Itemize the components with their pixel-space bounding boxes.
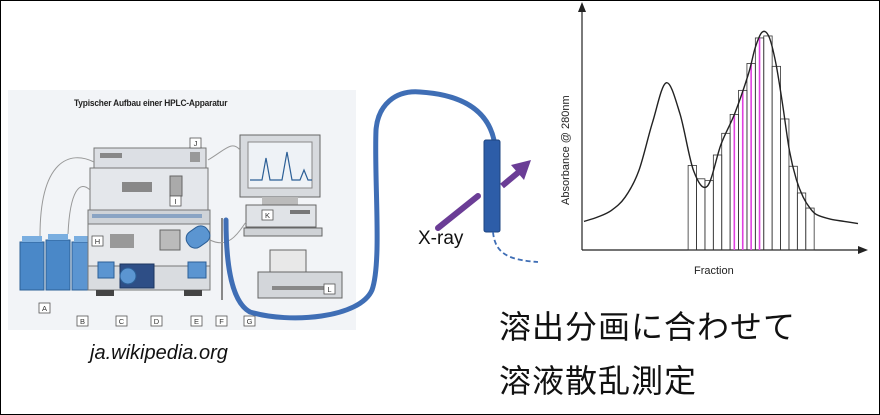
label-box-e: E bbox=[190, 315, 203, 327]
xray-scattered-arrow-shaft bbox=[500, 168, 522, 189]
chart-y-axis-label: Absorbance @ 280nm bbox=[560, 95, 572, 205]
label-i: I bbox=[174, 197, 176, 206]
label-f: F bbox=[219, 317, 224, 326]
label-k: K bbox=[265, 211, 270, 220]
flow-connection bbox=[223, 89, 539, 321]
chart-y-axis-arrow bbox=[578, 2, 586, 12]
fraction-bar bbox=[771, 65, 781, 251]
caption-line-1: 溶出分画に合わせて bbox=[499, 308, 797, 346]
label-b: B bbox=[80, 317, 85, 326]
fraction-bar bbox=[796, 192, 807, 251]
chart-x-axis-arrow bbox=[858, 246, 868, 254]
label-box-b: B bbox=[76, 315, 89, 327]
fraction-bar bbox=[696, 178, 706, 251]
fraction-bar bbox=[712, 154, 723, 251]
source-caption: ja.wikipedia.org bbox=[90, 342, 228, 364]
elution-chart bbox=[578, 2, 868, 254]
hplc-title: Typischer Aufbau einer HPLC-Apparatur bbox=[74, 98, 228, 109]
fraction-bar bbox=[704, 180, 714, 251]
label-box-h: H bbox=[91, 235, 104, 247]
outlet-tube bbox=[492, 231, 539, 263]
hplc-letter-labels: A B C D E F G H I J K L bbox=[38, 137, 336, 327]
computer bbox=[239, 134, 323, 237]
label-j: J bbox=[194, 139, 198, 148]
flow-cell bbox=[483, 139, 501, 233]
label-h: H bbox=[95, 237, 100, 246]
label-a: A bbox=[42, 304, 47, 313]
instrument-rack bbox=[87, 147, 211, 296]
label-box-a: A bbox=[38, 302, 51, 314]
xray-incoming-arrow bbox=[435, 193, 481, 231]
chart-x-axis-label: Fraction bbox=[694, 265, 734, 277]
label-box-d: D bbox=[150, 315, 163, 327]
xray-label: X-ray bbox=[418, 228, 464, 249]
label-box-j: J bbox=[189, 137, 202, 149]
label-box-g: G bbox=[243, 315, 256, 327]
elution-curve bbox=[583, 30, 859, 225]
label-l: L bbox=[327, 285, 331, 294]
hplc-apparatus: A B C D E F G H I J K L bbox=[8, 90, 356, 330]
fraction-bar bbox=[763, 35, 773, 251]
sample-tube bbox=[223, 89, 497, 321]
label-box-f: F bbox=[215, 315, 228, 327]
label-c: C bbox=[119, 317, 125, 326]
label-box-l: L bbox=[323, 283, 336, 295]
hplc-wires bbox=[39, 145, 247, 244]
fraction-bars bbox=[687, 35, 815, 251]
label-box-k: K bbox=[261, 209, 274, 221]
label-d: D bbox=[154, 317, 160, 326]
fraction-bar bbox=[805, 207, 815, 251]
label-box-i: I bbox=[169, 195, 182, 207]
xray-scattered-arrowhead bbox=[511, 160, 531, 180]
fraction-bar bbox=[721, 132, 731, 251]
label-box-c: C bbox=[115, 315, 128, 327]
label-g: G bbox=[247, 317, 253, 326]
caption-line-2: 溶液散乱測定 bbox=[499, 362, 698, 400]
fraction-bar bbox=[687, 165, 697, 251]
label-e: E bbox=[194, 317, 199, 326]
column bbox=[185, 218, 223, 300]
solvent-reservoirs bbox=[19, 234, 95, 291]
